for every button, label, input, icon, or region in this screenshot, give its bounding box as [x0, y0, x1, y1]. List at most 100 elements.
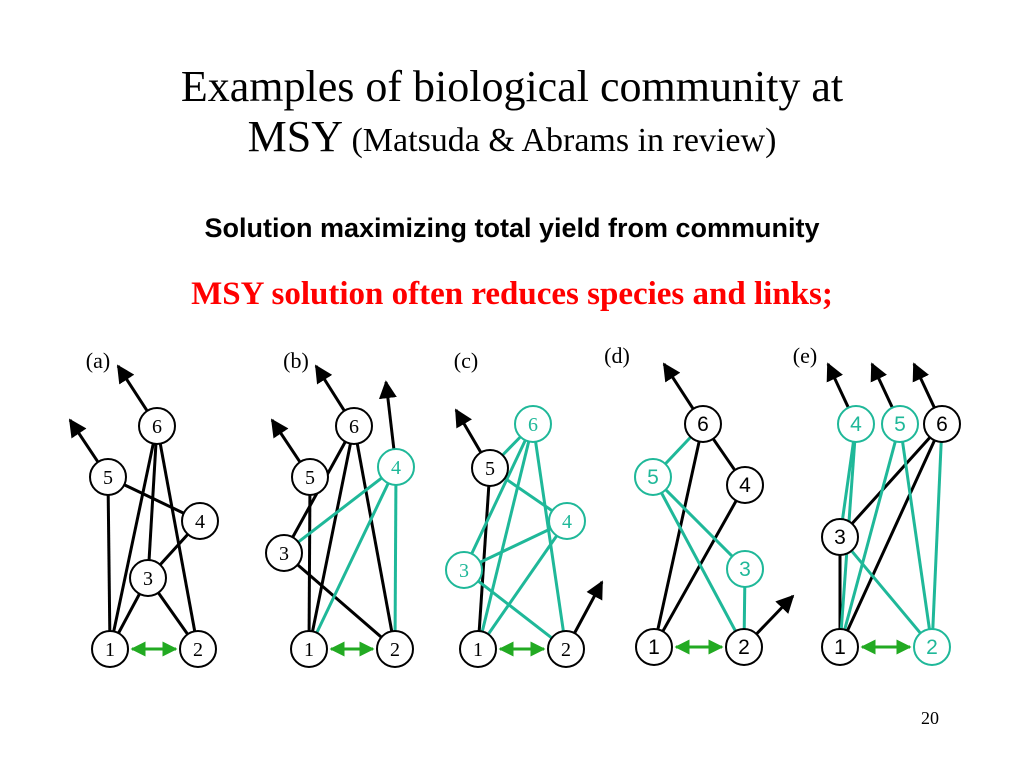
trophic-link-4-2: [393, 484, 398, 632]
trophic-link-5-4: [503, 476, 554, 513]
node-circle: [821, 518, 859, 556]
node-label: 2: [926, 636, 938, 659]
species-node-3: 3: [821, 518, 859, 556]
trophic-link-6-3: [147, 443, 158, 561]
node-circle: [290, 630, 328, 668]
species-node-2: 2: [547, 630, 585, 668]
harvest-arrow-6: [662, 362, 695, 410]
harvest-arrow-5: [68, 418, 100, 463]
node-label: 6: [152, 416, 162, 438]
trophic-link-4-3: [159, 533, 189, 566]
node-circle: [514, 405, 552, 443]
node-circle: [445, 551, 483, 589]
node-circle: [376, 630, 414, 668]
trophic-link-4-1: [315, 482, 390, 634]
panel-b: (b) 6 5 4 3 1 2: [265, 348, 415, 668]
node-label: 6: [349, 416, 359, 438]
node-label: 4: [562, 511, 572, 533]
species-node-2: 2: [376, 630, 414, 668]
species-node-4: 4: [181, 502, 219, 540]
trophic-link-6-5: [664, 436, 692, 465]
page-number: 20: [921, 708, 939, 728]
node-label: 3: [459, 560, 469, 582]
species-node-4: 4: [377, 448, 415, 486]
harvest-arrow-6: [314, 364, 346, 412]
trophic-link-4-1: [487, 534, 558, 636]
trophic-link-6-2: [158, 443, 197, 632]
species-node-5: 5: [89, 458, 127, 496]
species-node-3: 3: [265, 534, 303, 572]
highlight-statement: MSY solution often reduces species and l…: [191, 276, 833, 312]
trophic-link-6-5: [501, 435, 522, 457]
node-circle: [548, 502, 586, 540]
trophic-link-6-1: [311, 443, 352, 632]
harvest-arrow-4: [826, 362, 850, 409]
panel-label: (b): [283, 348, 309, 373]
trophic-link-4-3: [841, 441, 855, 520]
trophic-link-6-4: [711, 437, 737, 472]
title-msy: MSY: [247, 112, 343, 161]
node-label: 6: [528, 414, 538, 436]
panel-label: (e): [793, 343, 817, 368]
title-line-1: Examples of biological community at: [180, 62, 844, 111]
species-node-1: 1: [635, 628, 673, 666]
trophic-link-3-2: [850, 549, 922, 635]
trophic-link-6-1: [112, 443, 155, 632]
node-label: 6: [936, 413, 948, 436]
node-label: 1: [648, 636, 660, 659]
trophic-link-6-1: [846, 439, 936, 632]
node-circle: [89, 458, 127, 496]
node-circle: [923, 405, 961, 443]
node-circle: [837, 405, 875, 443]
node-label: 1: [834, 636, 846, 659]
panel-label: (a): [86, 348, 110, 373]
harvest-arrow-6: [116, 364, 149, 412]
node-label: 2: [561, 639, 571, 661]
node-label: 3: [279, 543, 289, 565]
node-label: 4: [850, 413, 862, 436]
species-node-1: 1: [91, 630, 129, 668]
species-node-4: 4: [837, 405, 875, 443]
node-circle: [821, 628, 859, 666]
species-node-5: 5: [881, 405, 919, 443]
trophic-link-6-1: [480, 441, 531, 632]
harvest-arrow-5: [870, 362, 894, 409]
node-label: 5: [647, 466, 659, 489]
node-circle: [291, 458, 329, 496]
node-circle: [179, 630, 217, 668]
node-label: 4: [391, 457, 401, 479]
trophic-link-4-3: [297, 476, 383, 544]
node-label: 3: [834, 526, 846, 549]
trophic-link-5-1: [477, 485, 491, 632]
species-node-1: 1: [821, 628, 859, 666]
node-circle: [129, 559, 167, 597]
node-circle: [471, 449, 509, 487]
trophic-link-6-2: [534, 441, 565, 632]
node-circle: [635, 628, 673, 666]
trophic-link-5-2: [901, 441, 931, 630]
node-circle: [181, 502, 219, 540]
trophic-link-5-4: [123, 483, 185, 515]
node-label: 2: [193, 639, 203, 661]
species-node-3: 3: [726, 550, 764, 588]
trophic-link-5-1: [106, 494, 112, 632]
trophic-link-6-3: [470, 439, 527, 555]
node-label: 1: [304, 639, 314, 661]
node-label: 5: [305, 467, 315, 489]
node-circle: [881, 405, 919, 443]
node-circle: [459, 630, 497, 668]
node-circle: [684, 405, 722, 443]
node-label: 6: [697, 413, 709, 436]
node-label: 1: [473, 639, 483, 661]
species-node-3: 3: [445, 551, 483, 589]
node-label: 3: [739, 558, 751, 581]
harvest-arrow-4: [378, 380, 397, 450]
species-node-4: 4: [726, 466, 764, 504]
title-citation: (Matsuda & Abrams in review): [342, 122, 777, 159]
node-circle: [335, 407, 373, 445]
node-label: 5: [103, 467, 113, 489]
trophic-link-3-1: [117, 593, 141, 634]
species-node-1: 1: [459, 630, 497, 668]
